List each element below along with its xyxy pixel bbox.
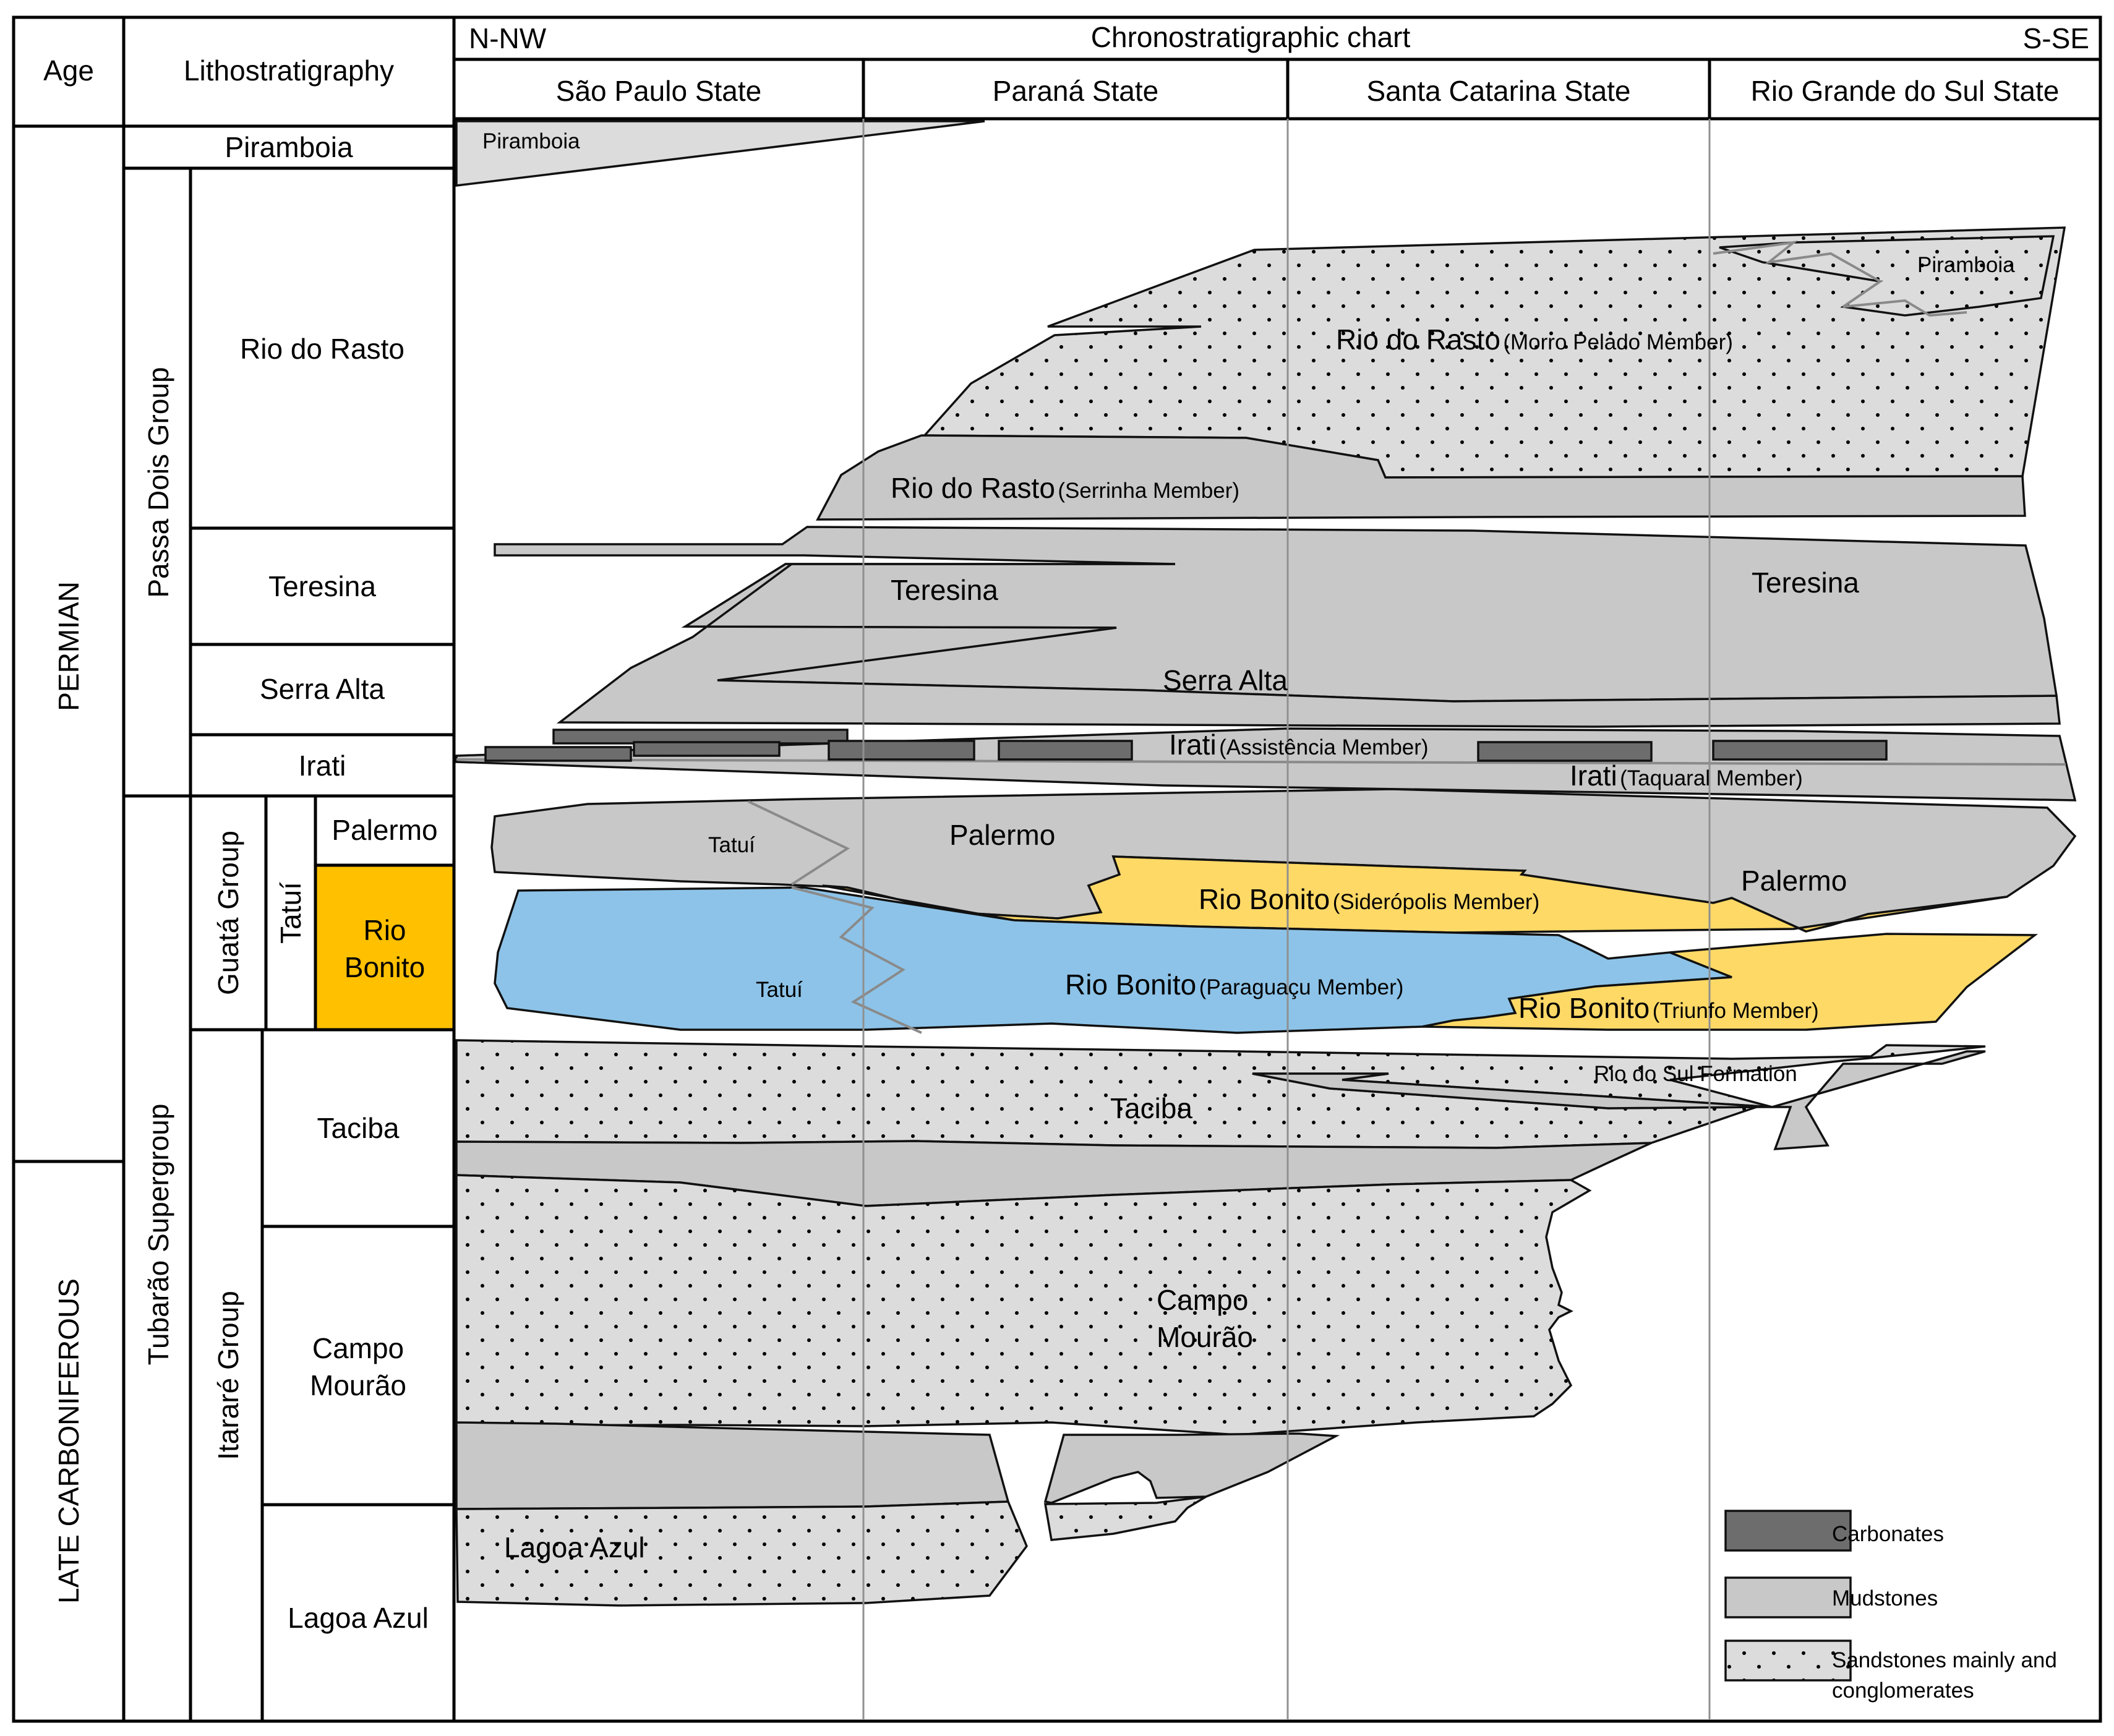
carbonate-lens xyxy=(484,746,632,762)
legend-sandstones-label-line1: Sandstones mainly and xyxy=(1832,1648,2057,1672)
rio-do-rasto-serrinha-body xyxy=(816,434,2026,521)
label-palermo-rs: Palermo xyxy=(1741,865,1847,897)
legend-sandstones-label-line2: conglomerates xyxy=(1832,1678,1974,1703)
litho-campo-mourao-line2: Mourão xyxy=(310,1369,406,1401)
label-serra-alta: Serra Alta xyxy=(1163,664,1288,696)
lagoa-azul-mud-left xyxy=(455,1421,1010,1510)
litho-campo-mourao-line1: Campo xyxy=(312,1332,404,1364)
litho-rio-bonito-line1: Rio xyxy=(363,914,406,946)
carbonate-lens xyxy=(1477,741,1653,762)
label-rio-bonito-sideropolis: Rio Bonito (Siderópolis Member) xyxy=(1199,883,1539,915)
label-campo-line2: Mourão xyxy=(1157,1321,1253,1353)
left-table: Age Lithostratigraphy PERMIAN LATE CARBO… xyxy=(12,15,456,1723)
label-irati-assistencia: Irati (Assistência Member) xyxy=(1169,729,1429,761)
legend-mudstones-label: Mudstones xyxy=(1832,1586,1938,1610)
label-teresina-pr: Teresina xyxy=(891,574,998,606)
chart-title: Chronostratigraphic chart xyxy=(1091,21,1411,53)
legend-carbonates-label: Carbonates xyxy=(1832,1522,1944,1546)
litho-serra-alta: Serra Alta xyxy=(260,673,385,705)
label-taciba: Taciba xyxy=(1110,1092,1192,1124)
state-santa-catarina: Santa Catarina State xyxy=(1366,75,1630,107)
state-parana: Paraná State xyxy=(993,75,1159,107)
label-piramboia-se: Piramboia xyxy=(1917,253,2015,277)
piramboia-se-interfinger xyxy=(1713,241,1967,317)
litho-tatui: Tatuí xyxy=(275,882,307,944)
rio-do-sul-body xyxy=(1252,1050,1986,1150)
legend-sandstones-swatch xyxy=(1724,1640,1852,1682)
carbonate-lenses xyxy=(484,729,1888,762)
carbonate-lens xyxy=(828,740,975,761)
rio-bonito-cell xyxy=(314,863,456,1032)
state-dividers xyxy=(862,119,1711,1720)
age-permian: PERMIAN xyxy=(53,581,85,711)
legend-mudstones-swatch xyxy=(1724,1576,1852,1618)
formation-bodies xyxy=(455,120,2077,1607)
carbonate-lens xyxy=(998,740,1133,761)
direction-nnw: N-NW xyxy=(469,22,547,54)
chart-header: N-NW Chronostratigraphic chart S-SE São … xyxy=(452,15,2102,121)
litho-piramboia: Piramboia xyxy=(225,131,353,163)
litho-itarare-group: Itararé Group xyxy=(212,1291,244,1460)
lagoa-azul-mud-middle xyxy=(1043,1432,1340,1504)
campo-mourao-body xyxy=(455,1174,1592,1436)
litho-taciba: Taciba xyxy=(317,1112,400,1144)
label-palermo-pr: Palermo xyxy=(949,819,1055,851)
label-rio-do-rasto-serrinha: Rio do Rasto (Serrinha Member) xyxy=(891,472,1239,504)
lagoa-azul-sand-left xyxy=(455,1500,1028,1607)
litho-teresina: Teresina xyxy=(268,570,376,602)
tatui-lower-interfinger xyxy=(791,886,922,1034)
piramboia-se-body xyxy=(1719,235,2055,317)
litho-passa-dois-group: Passa Dois Group xyxy=(142,367,174,597)
litho-guata-group: Guatá Group xyxy=(212,831,244,995)
tatui-upper-interfinger xyxy=(748,800,850,886)
header-lithostratigraphy: Lithostratigraphy xyxy=(184,54,394,87)
legend-carbonates-swatch xyxy=(1724,1510,1852,1552)
irati-member-boundary xyxy=(456,758,2066,766)
label-rio-bonito-paraguacu: Rio Bonito (Paraguaçu Member) xyxy=(1065,968,1403,1001)
state-sao-paulo: São Paulo State xyxy=(556,75,761,107)
label-tatui-upper: Tatuí xyxy=(708,833,755,857)
direction-sse: S-SE xyxy=(2023,22,2089,54)
label-irati-taquaral: Irati (Taquaral Member) xyxy=(1570,759,1803,792)
litho-tubarao-supergroup: Tubarão Supergroup xyxy=(142,1104,174,1366)
piramboia-nw-body xyxy=(455,120,985,187)
header-age: Age xyxy=(43,54,94,87)
state-rio-grande-do-sul: Rio Grande do Sul State xyxy=(1751,75,2060,107)
rio-bonito-sideropolis-body xyxy=(822,855,2008,934)
litho-irati: Irati xyxy=(299,750,346,782)
legend: Carbonates Mudstones Sandstones mainly a… xyxy=(1724,1510,2057,1703)
rio-bonito-triunfo-body xyxy=(1422,933,2039,1031)
label-teresina-rs: Teresina xyxy=(1752,567,1859,599)
label-tatui-lower: Tatuí xyxy=(756,978,803,1002)
litho-lagoa-azul: Lagoa Azul xyxy=(288,1602,429,1634)
litho-palermo: Palermo xyxy=(332,814,437,846)
label-rio-bonito-triunfo: Rio Bonito (Triunfo Member) xyxy=(1518,992,1819,1024)
label-rio-do-sul-formation: Rio do Sul Formation xyxy=(1594,1062,1797,1086)
litho-rio-bonito-line2: Bonito xyxy=(344,951,425,983)
age-late-carboniferous: LATE CARBONIFEROUS xyxy=(53,1278,85,1604)
serra-alta-body xyxy=(556,563,2061,728)
label-lagoa-azul: Lagoa Azul xyxy=(504,1531,645,1563)
lagoa-azul-sand-middle xyxy=(1043,1495,1207,1541)
chart-labels: Piramboia Piramboia Rio do Rasto (Morro … xyxy=(482,129,2015,1563)
label-campo-line1: Campo xyxy=(1157,1284,1248,1316)
carbonate-lens xyxy=(633,741,781,757)
label-rio-do-rasto-morro: Rio do Rasto (Morro Pelado Member) xyxy=(1336,323,1733,356)
carbonate-lens xyxy=(1712,740,1888,761)
litho-rio-do-rasto: Rio do Rasto xyxy=(240,333,404,365)
label-piramboia-nw: Piramboia xyxy=(482,129,580,153)
